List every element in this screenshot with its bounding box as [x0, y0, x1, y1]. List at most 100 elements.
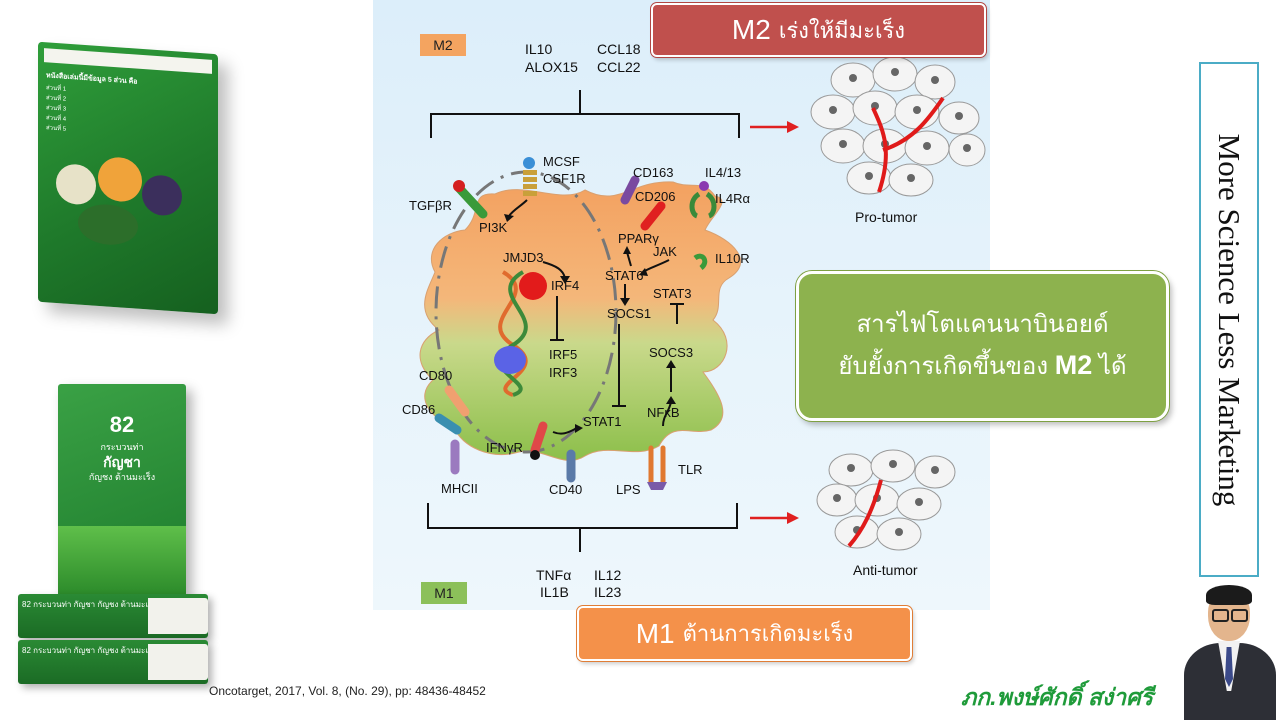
top-bracket — [430, 90, 740, 138]
book-cover-1: หนังสือเล่มนี้มีข้อมูล 5 ส่วน คือ ส่วนที… — [38, 41, 218, 315]
stack-spine-text: 82 กระบวนท่า กัญชา กัญชง ต้านมะเร็ง — [22, 600, 157, 609]
pathway-arrowheads — [504, 214, 676, 433]
diagram-svg: M2 M1 IL10 ALOX15 CCL18 CCL22 TNFα IL1B … — [402, 34, 986, 604]
arrowhead-pparg — [623, 246, 631, 254]
green-callout-line2c: ได้ — [1098, 353, 1127, 380]
m2-callout-big: M2 — [731, 14, 771, 45]
book2-line-3: กัญชง ต้านมะเร็ง — [88, 472, 156, 482]
cd206-receptor — [640, 201, 666, 231]
csf1r-coil-1 — [523, 170, 537, 175]
book2-line-2: กัญชา — [103, 454, 141, 470]
stack-pages-2 — [148, 644, 208, 680]
il4ra-receptor — [689, 191, 717, 219]
protumor-label: Pro-tumor — [855, 209, 918, 225]
arrowhead-socs1 — [620, 298, 630, 306]
antitumor-label: Anti-tumor — [853, 562, 918, 578]
csf1r-coil-4 — [523, 191, 537, 196]
lps-ligand — [647, 482, 667, 490]
label-tlr: TLR — [678, 462, 703, 477]
stack-spine-text-2: 82 กระบวนท่า กัญชา กัญชง ต้านมะเร็ง — [22, 646, 157, 655]
label-cd206: CD206 — [635, 189, 675, 204]
m2-callout: M2 เร่งให้มีมะเร็ง — [651, 3, 986, 57]
node-jak: JAK — [653, 244, 677, 259]
book-stack-top: 82 กระบวนท่า กัญชา กัญชง ต้านมะเร็ง — [18, 594, 208, 638]
arrowhead-stat6 — [639, 268, 648, 276]
m1-tag — [421, 582, 467, 604]
csf1r-coil-2 — [523, 177, 537, 182]
node-stat6: STAT6 — [605, 268, 644, 283]
node-stat3: STAT3 — [653, 286, 692, 301]
label-ifngr: IFNγR — [486, 440, 523, 455]
cd163-receptor — [620, 175, 640, 205]
cd86-receptor — [434, 413, 462, 435]
il413-ligand — [699, 181, 709, 191]
book-pages-edge — [44, 48, 212, 74]
author-name: ภก.พงษ์ศักดิ์ สง่าศรี — [961, 684, 1154, 710]
antitumor-cell-cluster — [816, 449, 956, 551]
edge-socs1-stat1-inhibit — [612, 324, 626, 407]
photo-tie — [1225, 647, 1233, 687]
book1-photo-leaf — [78, 202, 138, 247]
label-il10r: IL10R — [715, 251, 750, 266]
node-stat1: STAT1 — [583, 414, 622, 429]
photo-hair — [1206, 585, 1252, 605]
book1-photo-seeds — [56, 162, 96, 206]
green-callout-line1: สารไฟโตแคนนาบินอยด์ — [856, 311, 1109, 338]
m1-tag-label: M1 — [434, 585, 454, 601]
ifngr-receptor — [530, 421, 548, 455]
book-stack-bottom: 82 กระบวนท่า กัญชา กัญชง ต้านมะเร็ง — [18, 640, 208, 684]
m1-callout-text: ต้านการเกิดมะเร็ง — [682, 621, 854, 646]
edge-tlr-nfkb — [662, 401, 672, 427]
label-pi3k: PI3K — [479, 220, 508, 235]
m1-callout: M1 ต้านการเกิดมะเร็ง — [577, 606, 912, 661]
il10r-receptor — [693, 253, 708, 270]
label-cd86: CD86 — [402, 402, 435, 417]
edge-csf1r-pi3k — [508, 199, 528, 217]
tlr-receptor — [648, 445, 666, 485]
dna-strand-2 — [498, 270, 528, 397]
green-callout-line2a: ยับยั้งการเกิดขึ้นของ — [838, 353, 1049, 380]
bottom-bracket — [427, 503, 738, 552]
cytokine-ccl22: CCL22 — [597, 59, 641, 75]
m2-callout-text: เร่งให้มีมะเร็ง — [778, 17, 906, 43]
edge-irf4-irf5-inhibit — [550, 296, 564, 341]
arrowhead-irf4 — [560, 276, 570, 284]
book-cover-2: 82 กระบวนท่า กัญชา กัญชง ต้านมะเร็ง — [58, 384, 186, 596]
m1-callout-big: M1 — [635, 617, 675, 649]
book2-leaf-art — [58, 526, 186, 596]
photo-glasses-left — [1212, 609, 1229, 622]
label-csf1r: CSF1R — [543, 171, 586, 186]
author-photo — [1180, 585, 1280, 720]
photo-glasses-right — [1231, 609, 1248, 622]
node-socs3: SOCS3 — [649, 345, 693, 360]
book1-photo-berries — [142, 173, 182, 217]
node-pparg: PPARγ — [618, 231, 659, 246]
label-cd163: CD163 — [633, 165, 673, 180]
citation: Oncotarget, 2017, Vol. 8, (No. 29), pp: … — [209, 684, 486, 698]
node-socs1: SOCS1 — [607, 306, 651, 321]
cytokine-alox15: ALOX15 — [525, 59, 578, 75]
arrowhead-antitumor — [787, 512, 799, 524]
node-nfkb: NFκB — [647, 405, 680, 420]
label-il413: IL4/13 — [705, 165, 741, 180]
label-mcsf: MCSF — [543, 154, 580, 169]
m2-tag-label: M2 — [433, 37, 453, 53]
label-cd80: CD80 — [419, 368, 452, 383]
tgfbr-receptor — [454, 183, 488, 219]
label-tgfbr: TGFβR — [409, 198, 452, 213]
vertical-slogan: More Science Less Marketing — [1212, 133, 1247, 506]
protumor-cell-cluster — [810, 56, 986, 197]
csf1r-coil-3 — [523, 184, 537, 189]
irf5-marker — [494, 346, 526, 374]
node-jmjd3: JMJD3 — [503, 250, 543, 265]
arrowhead-nfkb — [666, 396, 676, 404]
cytokine-tnfa: TNFα — [536, 567, 571, 583]
green-callout-m2: M2 — [1054, 350, 1093, 380]
book1-photo-fruit — [98, 155, 142, 203]
arrowhead-pi3k — [504, 214, 514, 222]
cytokine-il10: IL10 — [525, 41, 552, 57]
ifngr-ligand — [530, 450, 540, 460]
cd80-receptor — [444, 385, 470, 417]
phytocannabinoid-callout: สารไฟโตแคนนาบินอยด์ ยับยั้งการเกิดขึ้นขอ… — [796, 271, 1169, 421]
node-irf5: IRF5 — [549, 347, 577, 362]
